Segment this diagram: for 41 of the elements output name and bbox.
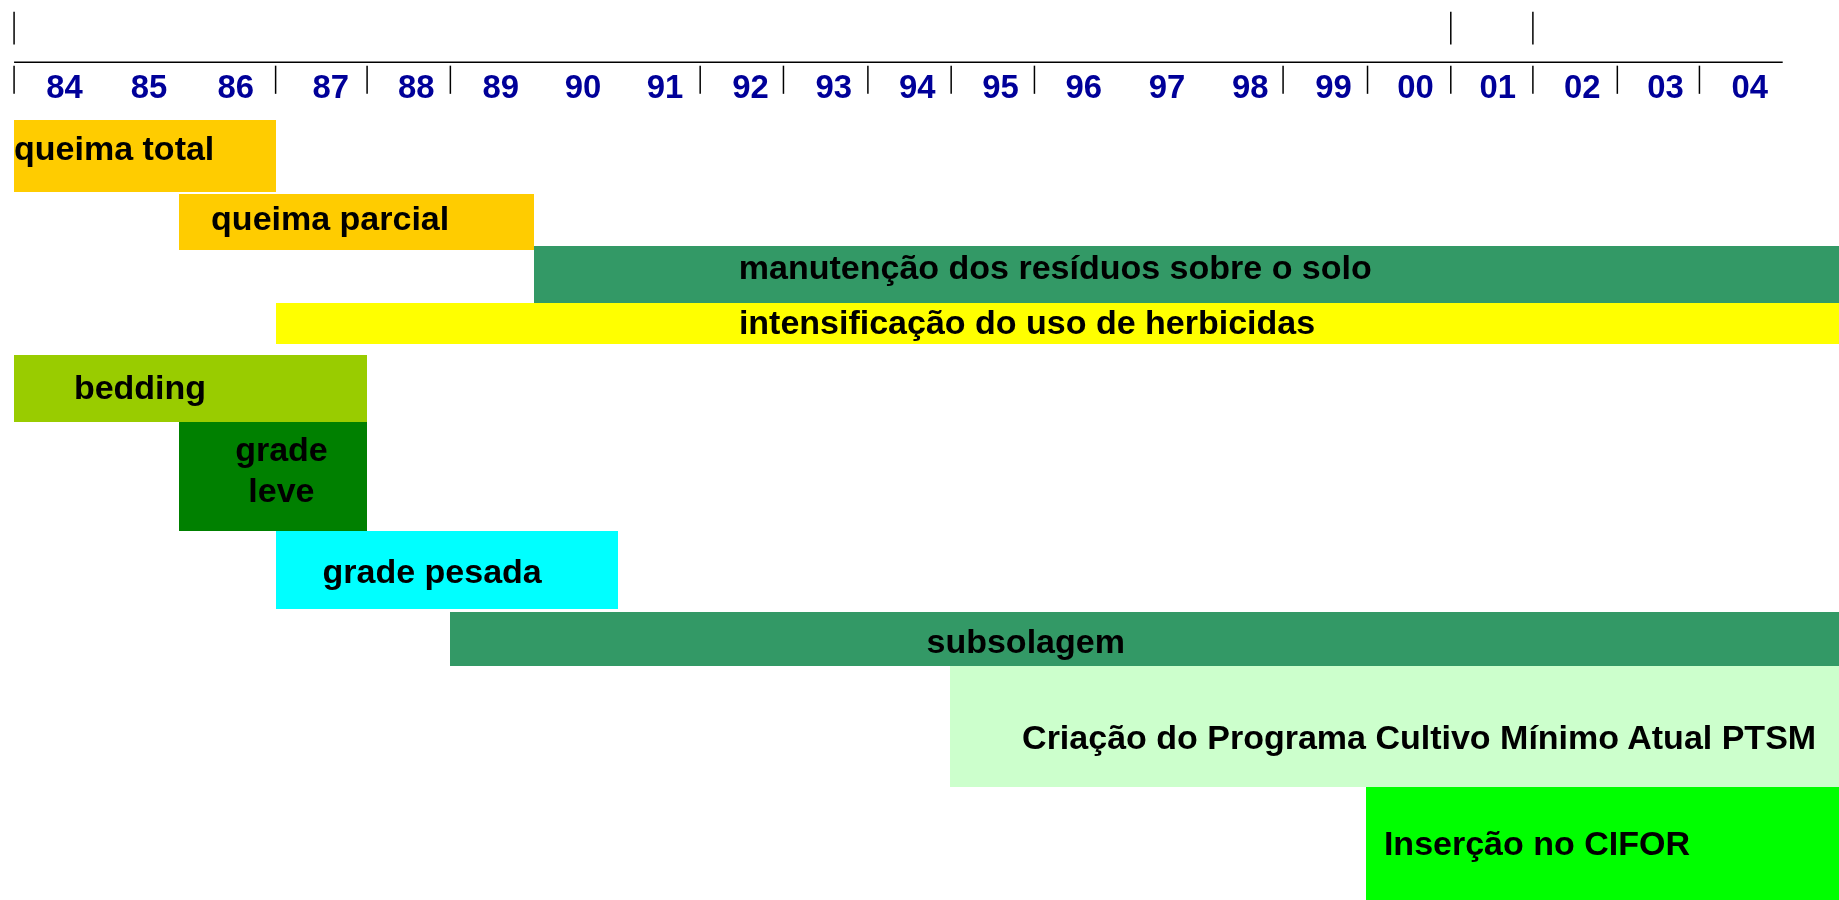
timeline-bar — [450, 612, 1839, 667]
timeline-bar — [14, 355, 368, 423]
bar-label: grade leve — [234, 429, 329, 511]
year-label: 98 — [1232, 68, 1269, 106]
bar-label: queima total — [14, 128, 215, 170]
bar-label: intensificação do uso de herbicidas — [738, 302, 1316, 343]
year-label: 86 — [217, 68, 254, 106]
timeline-bar — [950, 666, 1839, 787]
year-label: 89 — [482, 68, 520, 106]
year-label: 85 — [130, 68, 168, 106]
year-label: 96 — [1065, 68, 1102, 106]
bar-label: queima parcial — [211, 197, 450, 239]
year-label: 97 — [1148, 68, 1186, 106]
year-label: 91 — [646, 68, 684, 106]
year-label: 02 — [1563, 68, 1601, 106]
bar-label: grade pesada — [322, 550, 542, 592]
timeline-bar — [179, 422, 368, 532]
year-label: 90 — [564, 68, 602, 106]
timeline-bar — [533, 246, 1839, 303]
year-label: 92 — [732, 68, 769, 106]
year-label: 84 — [46, 68, 83, 106]
bar-label: bedding — [73, 366, 207, 408]
timeline-bar — [179, 193, 534, 250]
year-label: 01 — [1479, 68, 1516, 106]
bar-label: manutenção dos resíduos sobre o solo — [738, 246, 1372, 288]
year-label: 99 — [1315, 68, 1352, 106]
year-label: 00 — [1397, 68, 1434, 106]
year-label: 88 — [398, 68, 435, 106]
timeline-bar — [1366, 786, 1839, 900]
year-label: 94 — [898, 68, 936, 106]
year-label: 95 — [982, 68, 1019, 106]
year-label: 03 — [1647, 68, 1684, 106]
timeline-bar — [275, 531, 619, 609]
timeline-bar — [14, 119, 276, 193]
bar-label: Criação do Programa Cultivo Mínimo Atual PTSM — [1021, 717, 1818, 758]
year-label: 93 — [815, 68, 853, 106]
year-label: 87 — [312, 68, 349, 106]
bar-label: subsolagem — [926, 621, 1125, 662]
year-label: 04 — [1731, 68, 1769, 106]
timeline-bar — [275, 302, 1839, 344]
bar-label: Inserção no CIFOR — [1383, 822, 1690, 864]
